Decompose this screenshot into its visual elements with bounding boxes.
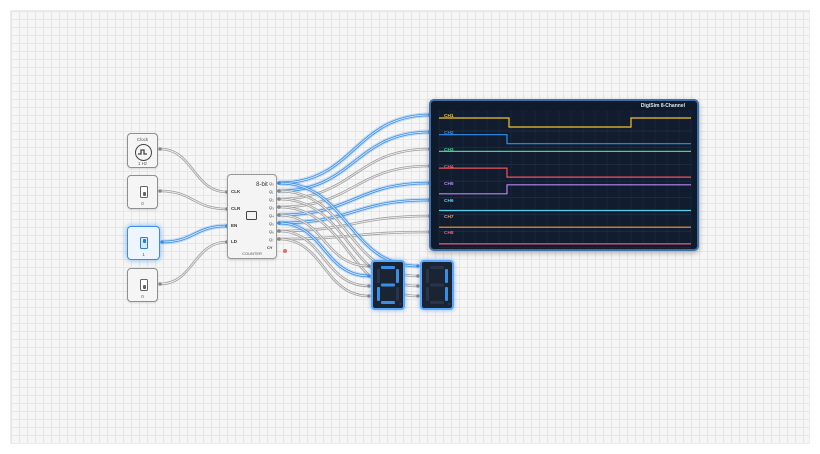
- toggle-switch-icon[interactable]: [140, 186, 148, 198]
- waveform-ch2: [439, 134, 691, 145]
- segment-g: [381, 283, 395, 287]
- channel-label-ch2: CH2: [444, 131, 454, 136]
- channel-label-ch4: CH4: [444, 165, 454, 170]
- pin-q5-label: Q₅: [269, 221, 274, 226]
- segment-b: [445, 269, 448, 283]
- counter-title: 8-bit: [256, 182, 268, 188]
- pin-q4-label: Q₄: [269, 213, 274, 218]
- chip-icon: [246, 211, 257, 220]
- pin-q3-label: Q₃: [269, 205, 274, 210]
- channel-label-ch8: CH8: [444, 231, 454, 236]
- segment-e: [377, 287, 380, 301]
- segment-d: [381, 301, 395, 304]
- digit-segments-icon: [426, 266, 451, 306]
- segment-f: [377, 269, 380, 283]
- switch-value: 0: [141, 201, 144, 206]
- channel-label-ch7: CH7: [444, 215, 454, 220]
- pin-cy-label: CY: [267, 245, 273, 250]
- waveform-display: [438, 110, 692, 249]
- pin-en-label: EN: [231, 223, 238, 228]
- channel-label-ch1: CH1: [444, 114, 454, 119]
- decimal-point: [448, 302, 451, 306]
- channel-label-ch6: CH6: [444, 199, 454, 204]
- segment-c: [396, 287, 399, 301]
- segment-b: [396, 269, 399, 283]
- segment-c: [445, 287, 448, 301]
- counter-subtitle: COUNTER: [242, 251, 262, 256]
- clock-wave-icon: [135, 144, 152, 161]
- pin-clr-label: CLR: [231, 206, 241, 211]
- pin-clk-label: CLK: [231, 189, 241, 194]
- waveform-ch1: [439, 117, 691, 128]
- toggle-switch-icon[interactable]: [140, 279, 148, 291]
- segment-e: [426, 287, 429, 301]
- pin-q7-label: Q₇: [269, 237, 274, 242]
- decimal-point: [399, 302, 402, 306]
- pin-ld-label: LD: [231, 239, 237, 244]
- oscilloscope-panel[interactable]: DigiSim 8-Channel CH1 CH2 CH3 CH4 CH5 CH…: [429, 99, 699, 251]
- waveform-ch4: [439, 167, 691, 178]
- seven-segment-display-ones[interactable]: [420, 260, 454, 310]
- clock-frequency: 1 Hz: [137, 161, 148, 166]
- digit-segments-icon: [377, 266, 402, 306]
- channel-label-ch3: CH3: [444, 148, 454, 153]
- pin-q1-label: Q₁: [269, 189, 274, 194]
- waveform-ch5: [439, 184, 691, 195]
- segment-g: [430, 283, 444, 287]
- segment-f: [426, 269, 429, 283]
- input-switch-ld[interactable]: 0: [127, 268, 158, 302]
- clock-title: Clock: [136, 137, 149, 142]
- segment-d: [430, 301, 444, 304]
- oscilloscope-title: DigiSim 8-Channel: [640, 103, 685, 109]
- segment-a: [381, 266, 395, 269]
- input-switch-en[interactable]: 1: [127, 226, 160, 260]
- switch-value: 0: [141, 294, 144, 299]
- toggle-switch-icon[interactable]: [140, 237, 148, 249]
- input-switch-clr[interactable]: 0: [127, 175, 158, 209]
- segment-a: [430, 266, 444, 269]
- switch-value: 1: [142, 252, 145, 257]
- pin-q2-label: Q₂: [269, 197, 274, 202]
- counter-component[interactable]: 8-bit CLK CLR EN LD Q₀ Q₁ Q₂ Q₃ Q₄ Q₅ Q₆…: [227, 174, 277, 259]
- clock-node[interactable]: Clock 1 Hz: [127, 133, 158, 168]
- seven-segment-display-tens[interactable]: [371, 260, 405, 310]
- channel-label-ch5: CH5: [444, 182, 454, 187]
- pin-q6-label: Q₆: [269, 229, 274, 234]
- pin-q0-label: Q₀: [269, 181, 274, 186]
